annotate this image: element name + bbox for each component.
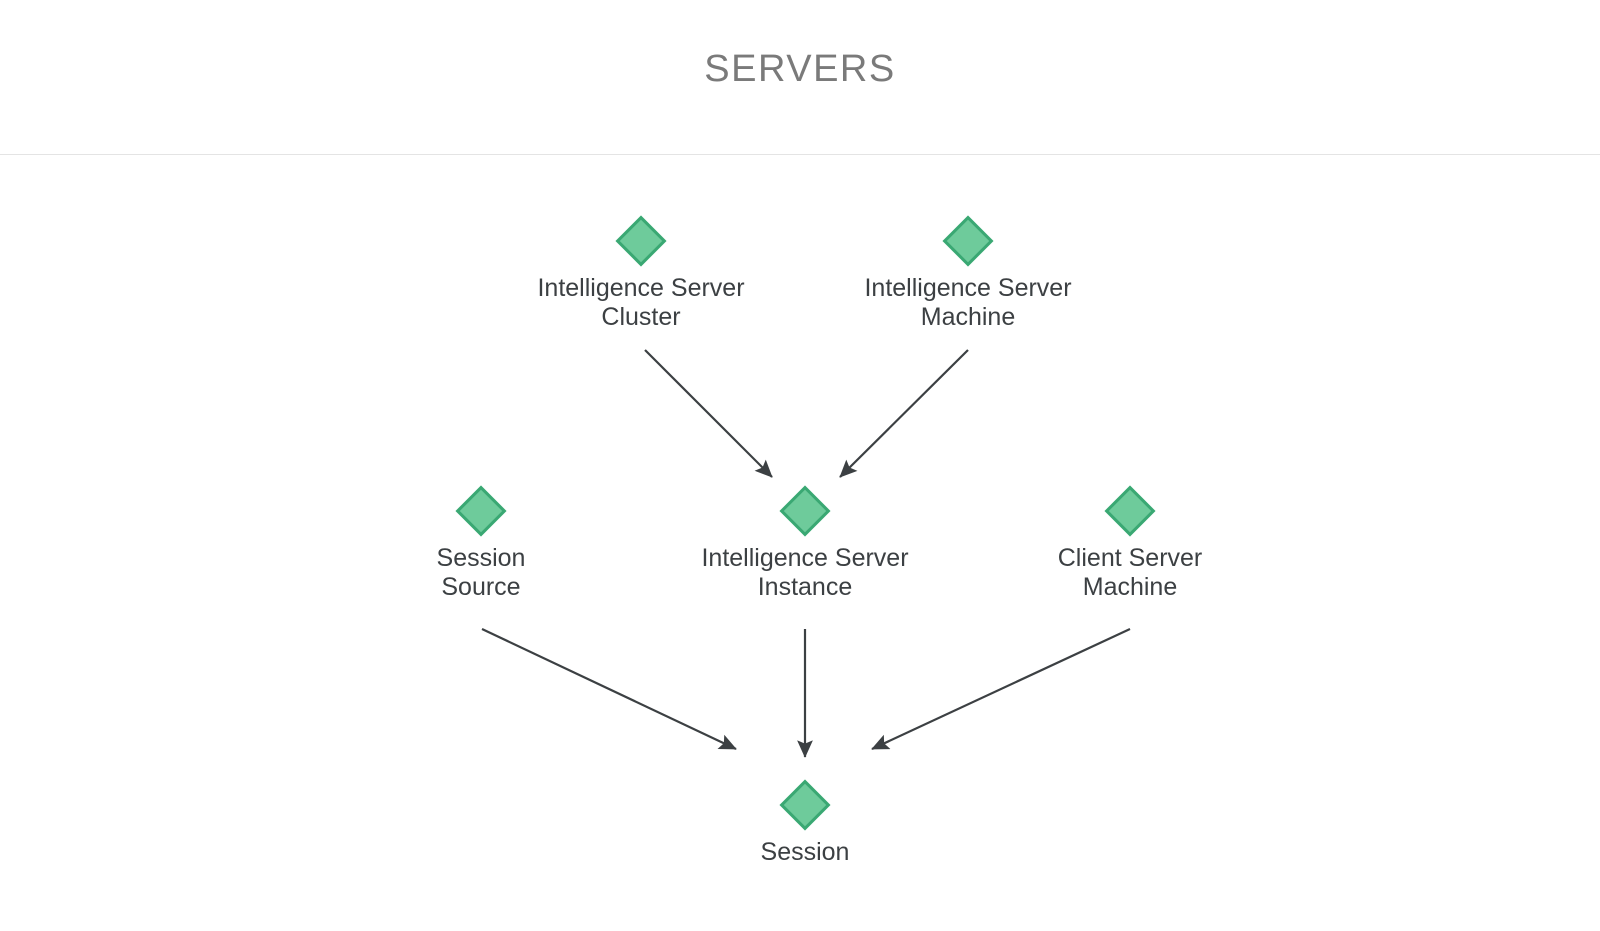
node-label: Session: [760, 838, 850, 866]
node-session-source[interactable]: Session Source: [331, 485, 631, 602]
diamond-icon: [779, 485, 831, 537]
edge-client-server-machine-to-session: [871, 628, 1131, 750]
edge-intelligence-server-cluster-to-intelligence-server-instance: [644, 349, 773, 478]
node-label: Session Source: [436, 544, 526, 601]
node-intelligence-server-cluster[interactable]: Intelligence Server Cluster: [491, 215, 791, 332]
node-session[interactable]: Session: [655, 779, 955, 867]
node-label: Intelligence Server Cluster: [537, 274, 745, 331]
node-intelligence-server-instance[interactable]: Intelligence Server Instance: [655, 485, 955, 602]
page-title: SERVERS: [704, 48, 896, 90]
node-label: Client Server Machine: [1057, 544, 1203, 601]
diamond-icon: [1104, 485, 1156, 537]
edge-intelligence-server-machine-to-intelligence-server-instance: [839, 349, 969, 478]
node-label: Intelligence Server Instance: [701, 544, 909, 601]
diamond-icon: [942, 215, 994, 267]
edge-session-source-to-session: [481, 628, 737, 750]
node-label: Intelligence Server Machine: [864, 274, 1072, 331]
page-header: SERVERS: [0, 0, 1600, 155]
node-intelligence-server-machine[interactable]: Intelligence Server Machine: [818, 215, 1118, 332]
diamond-icon: [455, 485, 507, 537]
diamond-icon: [779, 779, 831, 831]
node-client-server-machine[interactable]: Client Server Machine: [980, 485, 1280, 602]
diamond-icon: [615, 215, 667, 267]
